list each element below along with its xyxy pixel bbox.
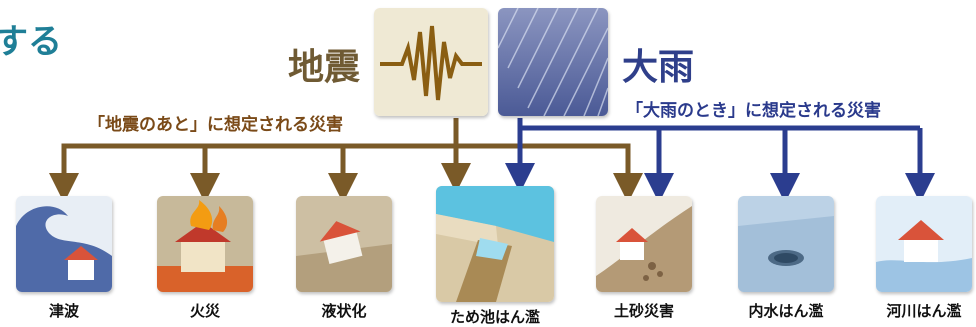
earthquake-caption: 「地震のあと」に想定される災害: [88, 115, 343, 135]
disaster-label-liquefaction: 液状化: [321, 302, 367, 320]
disaster-label-river-flood: 河川はん濫: [886, 302, 962, 320]
heavy-rain-title: 大雨: [622, 47, 695, 88]
disaster-label-fire: 火災: [189, 302, 220, 320]
tsunami-icon: [16, 196, 112, 292]
earthquake-title: 地震: [288, 47, 361, 88]
disaster-label-pond-flood: ため池はん濫: [449, 308, 540, 326]
heavy-rain-caption: 「大雨のとき」に想定される災害: [626, 101, 881, 121]
disaster-label-landslide: 土砂災害: [613, 302, 674, 320]
earthquake-icon: [374, 8, 488, 116]
landslide-icon: [596, 196, 692, 292]
heavy-rain-icon: [498, 8, 608, 116]
page-heading-fragment: する: [0, 22, 62, 62]
heavy-rain-connector: [505, 118, 935, 203]
inland-flood-icon: [738, 196, 834, 292]
river-flood-icon: [876, 196, 972, 292]
earthquake-connector: [49, 118, 643, 203]
disaster-label-tsunami: 津波: [48, 302, 79, 320]
pond-flood-icon: [436, 186, 554, 302]
liquefaction-icon: [296, 196, 392, 292]
fire-icon: [157, 196, 253, 292]
disaster-label-inland-flood: 内水はん濫: [748, 302, 824, 320]
